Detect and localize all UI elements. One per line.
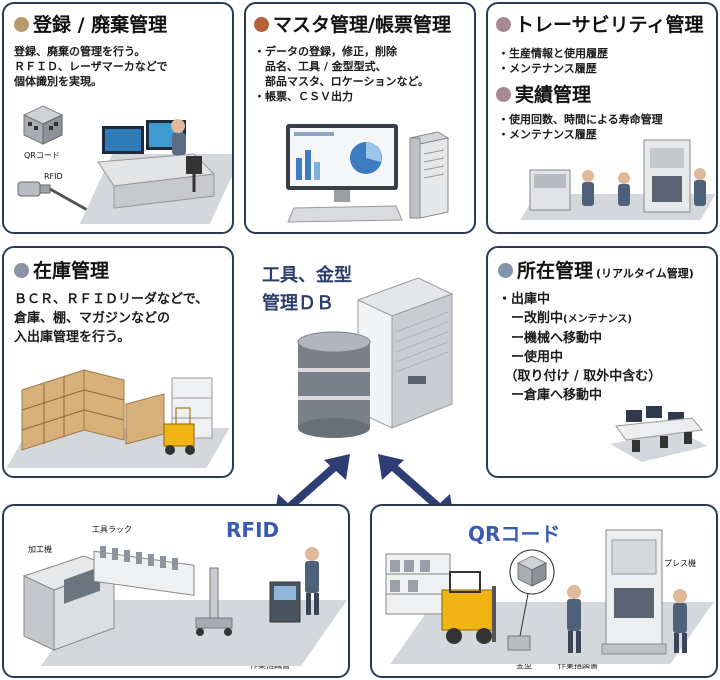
location-subtitle: (リアルタイム管理): [596, 267, 694, 280]
trace-title-text: トレーサビリティ管理: [515, 14, 704, 36]
inventory-line: 入出庫管理を行う。: [14, 330, 131, 345]
press-label: プレス機: [664, 559, 696, 568]
master-panel: マスタ管理/帳票管理 ・データの登録，修正，削除 品名、工具 / 金型型式、 部…: [244, 2, 476, 234]
trace-panel: トレーサビリティ管理 ・生産情報と使用履歴 ・メンテナンス履歴 実績管理 ・使用…: [486, 2, 718, 234]
inventory-line: 倉庫、棚、マガジンなどの: [14, 311, 171, 326]
register-title-text: 登録 / 廃棄管理: [33, 14, 168, 36]
qr-label: QRコード: [24, 151, 60, 160]
office-desks-icon: [610, 406, 708, 462]
location-line: ー改削中: [498, 311, 564, 326]
master-dot-icon: [254, 17, 269, 32]
rack-label: 工具ラック: [92, 525, 132, 534]
results-title-text: 実績管理: [515, 84, 592, 106]
rfid-scene-icon: [22, 546, 319, 651]
trace-description: ・生産情報と使用履歴 ・メンテナンス履歴: [498, 46, 608, 76]
inventory-title: 在庫管理: [14, 260, 109, 282]
location-title-text: 所在管理: [517, 260, 594, 282]
trace-line: ・生産情報と使用履歴: [498, 47, 608, 60]
database-server-icon: [297, 277, 454, 438]
register-line: 登録、廃棄の管理を行う。: [14, 45, 146, 58]
db-title: 工具、金型 管理ＤＢ: [262, 262, 352, 318]
location-maint-note: (メンテナンス): [563, 314, 632, 325]
warehouse-icon: [21, 369, 213, 455]
monitor-icon: [286, 124, 403, 223]
master-description: ・データの登録，修正，削除 品名、工具 / 金型型式、 部品マスタ、ロケーション…: [254, 44, 429, 104]
master-title-text: マスタ管理/帳票管理: [273, 14, 451, 36]
register-panel: 登録 / 廃棄管理 登録、廃棄の管理を行う。 ＲＦＩＤ、レーザマーカなどで 個体…: [2, 2, 234, 234]
location-line: ー機械へ移動中: [498, 331, 603, 346]
location-line: ー使用中: [498, 350, 564, 365]
rfid-scene-tag: RFID: [226, 518, 280, 542]
register-line: 個体識別を実現。: [14, 75, 102, 88]
location-panel: 所在管理(リアルタイム管理) ・出庫中 ー改削中(メンテナンス) ー機械へ移動中…: [486, 246, 718, 478]
qr-scene-panel: QRコード プレス機 金型 作業指図書: [370, 504, 718, 678]
trace-title: トレーサビリティ管理: [496, 14, 703, 36]
inventory-panel: 在庫管理 ＢＣＲ、ＲＦＩＤリーダなどで、 倉庫、棚、マガジンなどの 入出庫管理を…: [2, 246, 234, 478]
factory-machines-icon: [529, 139, 706, 213]
results-title: 実績管理: [496, 84, 591, 106]
location-line-with-note: ー改削中(メンテナンス): [498, 309, 661, 329]
trace-line: ・メンテナンス履歴: [498, 62, 597, 75]
db-title-line2: 管理ＤＢ: [262, 293, 334, 314]
master-line: 品名、工具 / 金型型式、: [254, 60, 387, 73]
trace-dot-icon: [496, 17, 511, 32]
results-dot-icon: [496, 87, 511, 102]
master-line: 部品マスタ、ロケーションなど。: [254, 75, 429, 88]
results-line: ・メンテナンス履歴: [498, 128, 597, 141]
register-title: 登録 / 廃棄管理: [14, 14, 167, 36]
location-line: （取り付け / 取外中含む）: [498, 369, 662, 384]
register-dot-icon: [14, 17, 29, 32]
rfid-scene-panel: RFID 加工機 工具ラック 作業指図書: [2, 504, 350, 678]
machine-label: 加工機: [28, 545, 52, 554]
location-title: 所在管理(リアルタイム管理): [498, 260, 694, 285]
location-line: ー倉庫へ移動中: [498, 388, 603, 403]
qr-doc-label: 作業指図書: [558, 661, 598, 670]
results-line: ・使用回数、時間による寿命管理: [498, 113, 663, 126]
inventory-dot-icon: [14, 263, 29, 278]
register-description: 登録、廃棄の管理を行う。 ＲＦＩＤ、レーザマーカなどで 個体識別を実現。: [14, 44, 168, 89]
master-line: ・データの登録，修正，削除: [254, 45, 397, 58]
rfid-label: RFID: [44, 172, 63, 181]
die-label: 金型: [516, 661, 532, 670]
inventory-title-text: 在庫管理: [33, 260, 110, 282]
results-description: ・使用回数、時間による寿命管理 ・メンテナンス履歴: [498, 112, 663, 142]
register-line: ＲＦＩＤ、レーザマーカなどで: [14, 60, 168, 73]
db-title-line1: 工具、金型: [262, 265, 352, 286]
qr-scene-icon: [385, 529, 687, 655]
inventory-line: ＢＣＲ、ＲＦＩＤリーダなどで、: [14, 292, 209, 307]
inventory-description: ＢＣＲ、ＲＦＩＤリーダなどで、 倉庫、棚、マガジンなどの 入出庫管理を行う。: [14, 290, 208, 347]
workstation-icon: [97, 119, 216, 209]
qr-cube-icon: [22, 105, 64, 145]
server-icon: [408, 131, 450, 219]
location-description: ・出庫中 ー改削中(メンテナンス) ー機械へ移動中 ー使用中 （取り付け / 取…: [498, 290, 661, 405]
qr-scene-tag: QRコード: [468, 522, 561, 546]
location-line: ・出庫中: [498, 292, 551, 307]
location-dot-icon: [498, 263, 513, 278]
master-line: ・帳票、ＣＳＶ出力: [254, 90, 353, 103]
master-title: マスタ管理/帳票管理: [254, 14, 451, 36]
